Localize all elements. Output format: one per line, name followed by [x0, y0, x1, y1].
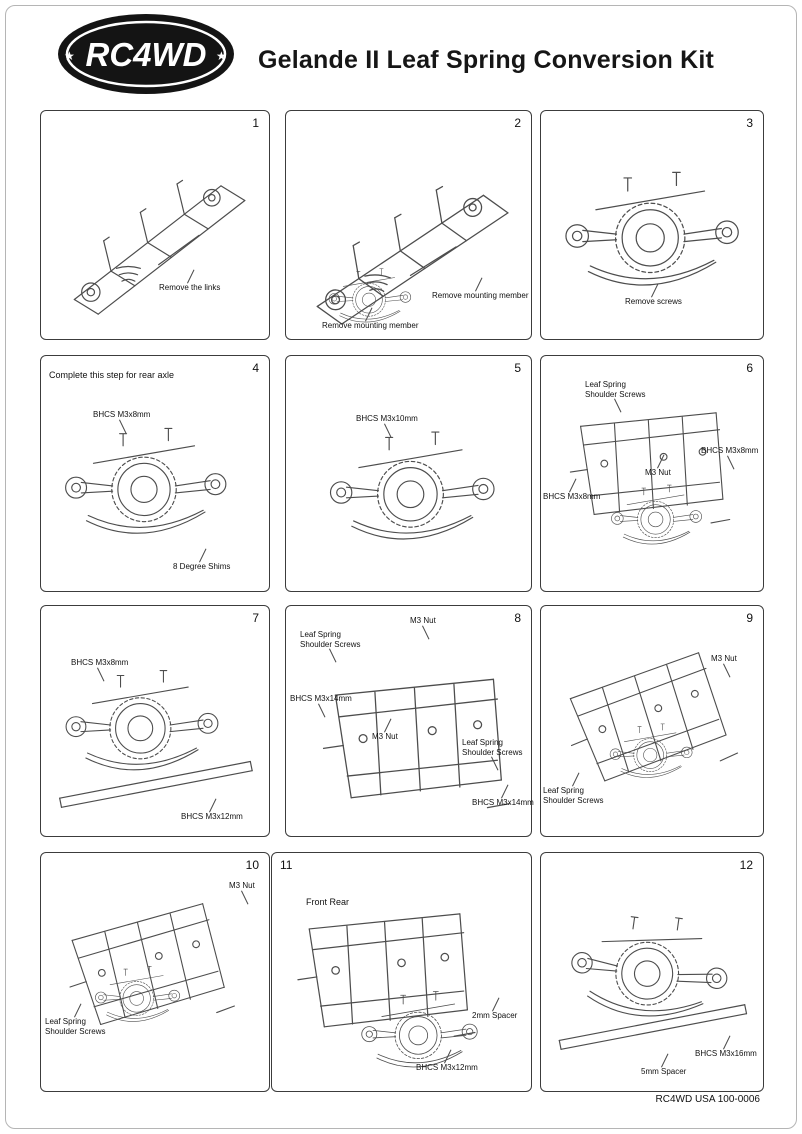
callout-label: 2mm Spacer [472, 1011, 518, 1020]
step-panel-11: 11 Front Rear 2mm Spacer BHCS M3x12mm [271, 852, 532, 1092]
logo-text: RC4WD [86, 36, 207, 73]
panel-number: 5 [514, 361, 521, 375]
panel-number: 4 [252, 361, 259, 375]
callout-label: BHCS M3x14mm [472, 798, 536, 808]
callout-label: M3 Nut [410, 616, 436, 625]
technical-drawing [565, 171, 739, 286]
callout-label: 5mm Spacer [641, 1067, 687, 1076]
technical-drawing [59, 900, 236, 1038]
callout-label: Leaf Spring Shoulder Screws [543, 786, 607, 805]
callout-label: BHCS M3x14mm [290, 694, 352, 703]
technical-drawing [329, 431, 495, 540]
technical-drawing [297, 913, 478, 1068]
callout-label: 8 Degree Shims [173, 562, 231, 571]
panel-number: 10 [245, 858, 259, 872]
step-panel-9: 9 M3 Nut Leaf Spring Shoulder Screws [540, 605, 764, 837]
step-note: Front Rear [306, 897, 350, 907]
step-panel-2: 2 Remove mounting member Remove mounting… [285, 110, 532, 340]
callout-label: BHCS M3x12mm [181, 812, 243, 821]
callout-label: M3 Nut [229, 881, 255, 890]
callout-label: Leaf Spring Shoulder Screws [585, 380, 649, 399]
callout-label: BHCS M3x16mm [695, 1049, 757, 1058]
step-note: Complete this step for rear axle [49, 370, 175, 380]
panel-number: 8 [514, 611, 521, 625]
panel-number: 2 [514, 116, 521, 130]
rc4wd-logo: RC4WD ★ ★ [58, 14, 234, 94]
callout-label: BHCS M3x8mm [71, 658, 129, 667]
logo-star-right-icon: ★ [216, 49, 227, 63]
callout-label: M3 Nut [372, 732, 398, 741]
callout-label: BHCS M3x8mm [93, 410, 151, 419]
panel-number: 7 [252, 611, 259, 625]
callout-label: Leaf Spring Shoulder Screws [462, 738, 526, 757]
callout-label: M3 Nut [711, 654, 737, 663]
step-panel-6: 6 Leaf Spring Shoulder Screws BHCS M3x8m… [540, 355, 764, 592]
callout-label: Leaf Spring Shoulder Screws [45, 1017, 109, 1036]
step-panel-8: 8 M3 Nut Leaf Spring Shoulder Screws BHC… [285, 605, 534, 837]
panel-number: 9 [746, 611, 753, 625]
callout-label: BHCS M3x12mm [416, 1063, 478, 1072]
callout-label: BHCS M3x10mm [356, 414, 418, 423]
panel-number: 11 [280, 858, 293, 872]
step-panel-10: 10 M3 Nut Leaf Spring Shoulder Screws [40, 852, 270, 1092]
panel-number: 3 [746, 116, 753, 130]
logo-star-left-icon: ★ [64, 49, 75, 63]
technical-drawing [65, 427, 227, 534]
panel-number: 1 [252, 116, 259, 130]
step-panel-1: 1 Remove the links [40, 110, 270, 340]
technical-drawing [569, 412, 731, 545]
panel-number: 12 [739, 858, 753, 872]
step-panel-4: 4 Complete this step for rear axle BHCS … [40, 355, 270, 592]
callout-label: Remove screws [625, 297, 682, 306]
callout-label: BHCS M3x8mm [543, 492, 601, 501]
page-title: Gelande II Leaf Spring Conversion Kit [258, 46, 715, 74]
callout-label: M3 Nut [645, 468, 671, 477]
step-panel-12: 12 BHCS M3x16mm 5mm Spacer [540, 852, 764, 1092]
step-panel-5: 5 BHCS M3x10mm [285, 355, 532, 592]
panel-number: 6 [746, 361, 753, 375]
technical-drawing [59, 670, 253, 808]
step-panel-7: 7 BHCS M3x8mm BHCS M3x12mm [40, 605, 270, 837]
callout-label: Remove the links [159, 283, 221, 292]
callout-label: Remove mounting member [432, 291, 529, 300]
callout-label: Leaf Spring Shoulder Screws [300, 630, 364, 649]
step-panel-3: 3 Remove screws [540, 110, 764, 340]
callout-label: BHCS M3x8mm [701, 446, 759, 455]
callout-label: Remove mounting member [322, 321, 419, 330]
footer-code: RC4WD USA 100-0006 [655, 1094, 761, 1105]
technical-drawing [73, 179, 246, 315]
